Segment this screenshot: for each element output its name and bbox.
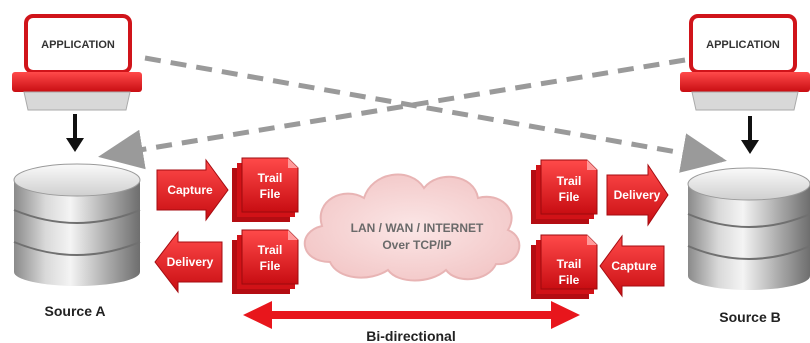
trail-file-left-top: Trail File: [232, 157, 299, 222]
application-left-label: APPLICATION: [41, 39, 115, 51]
database-source-b: [687, 167, 810, 290]
delivery-left-label: Delivery: [167, 255, 214, 269]
application-right-base: [680, 72, 810, 92]
bidirectional-label: Bi-directional: [366, 328, 455, 343]
application-right-label: APPLICATION: [706, 39, 780, 51]
bidirectional-arrow: [243, 301, 580, 329]
down-arrow-right: [741, 116, 759, 154]
application-right: APPLICATION: [680, 14, 810, 111]
trail-file-left-bottom-line1: Trail: [258, 243, 283, 257]
capture-arrow-left: Capture: [156, 158, 229, 222]
trail-file-left-bottom: Trail File: [232, 229, 299, 294]
network-line1: LAN / WAN / INTERNET: [351, 221, 484, 235]
trail-file-left-top-line1: Trail: [258, 171, 283, 185]
delivery-arrow-right: Delivery: [606, 163, 669, 227]
dashed-cross-arrows: [98, 55, 727, 173]
database-source-a: [13, 163, 141, 286]
capture-arrow-right: Capture: [599, 234, 665, 298]
delivery-arrow-left: Delivery: [154, 230, 223, 294]
application-left-base: [12, 72, 142, 92]
capture-right-label: Capture: [611, 259, 657, 273]
trail-file-right-top: Trail File: [531, 159, 598, 224]
trail-file-right-top-line2: File: [559, 190, 580, 204]
trail-file-right-bottom-line1: Trail: [557, 257, 582, 271]
trail-file-left-bottom-line2: File: [260, 259, 281, 273]
dashed-arrow-app-right-to-source-a: [98, 57, 686, 170]
trail-file-right-top-line1: Trail: [557, 174, 582, 188]
application-left: APPLICATION: [12, 14, 142, 111]
delivery-right-label: Delivery: [614, 188, 661, 202]
network-cloud: LAN / WAN / INTERNET Over TCP/IP: [303, 173, 521, 282]
trail-file-right-bottom-line2: File: [559, 273, 580, 287]
dashed-arrow-app-left-to-source-b: [144, 55, 727, 173]
capture-left-label: Capture: [167, 183, 213, 197]
network-line2: Over TCP/IP: [382, 238, 451, 252]
down-arrow-left: [66, 114, 84, 152]
source-b-label: Source B: [719, 309, 780, 325]
source-a-label: Source A: [45, 303, 106, 319]
trail-file-left-top-line2: File: [260, 187, 281, 201]
trail-file-right-bottom: Trail File: [531, 234, 598, 299]
